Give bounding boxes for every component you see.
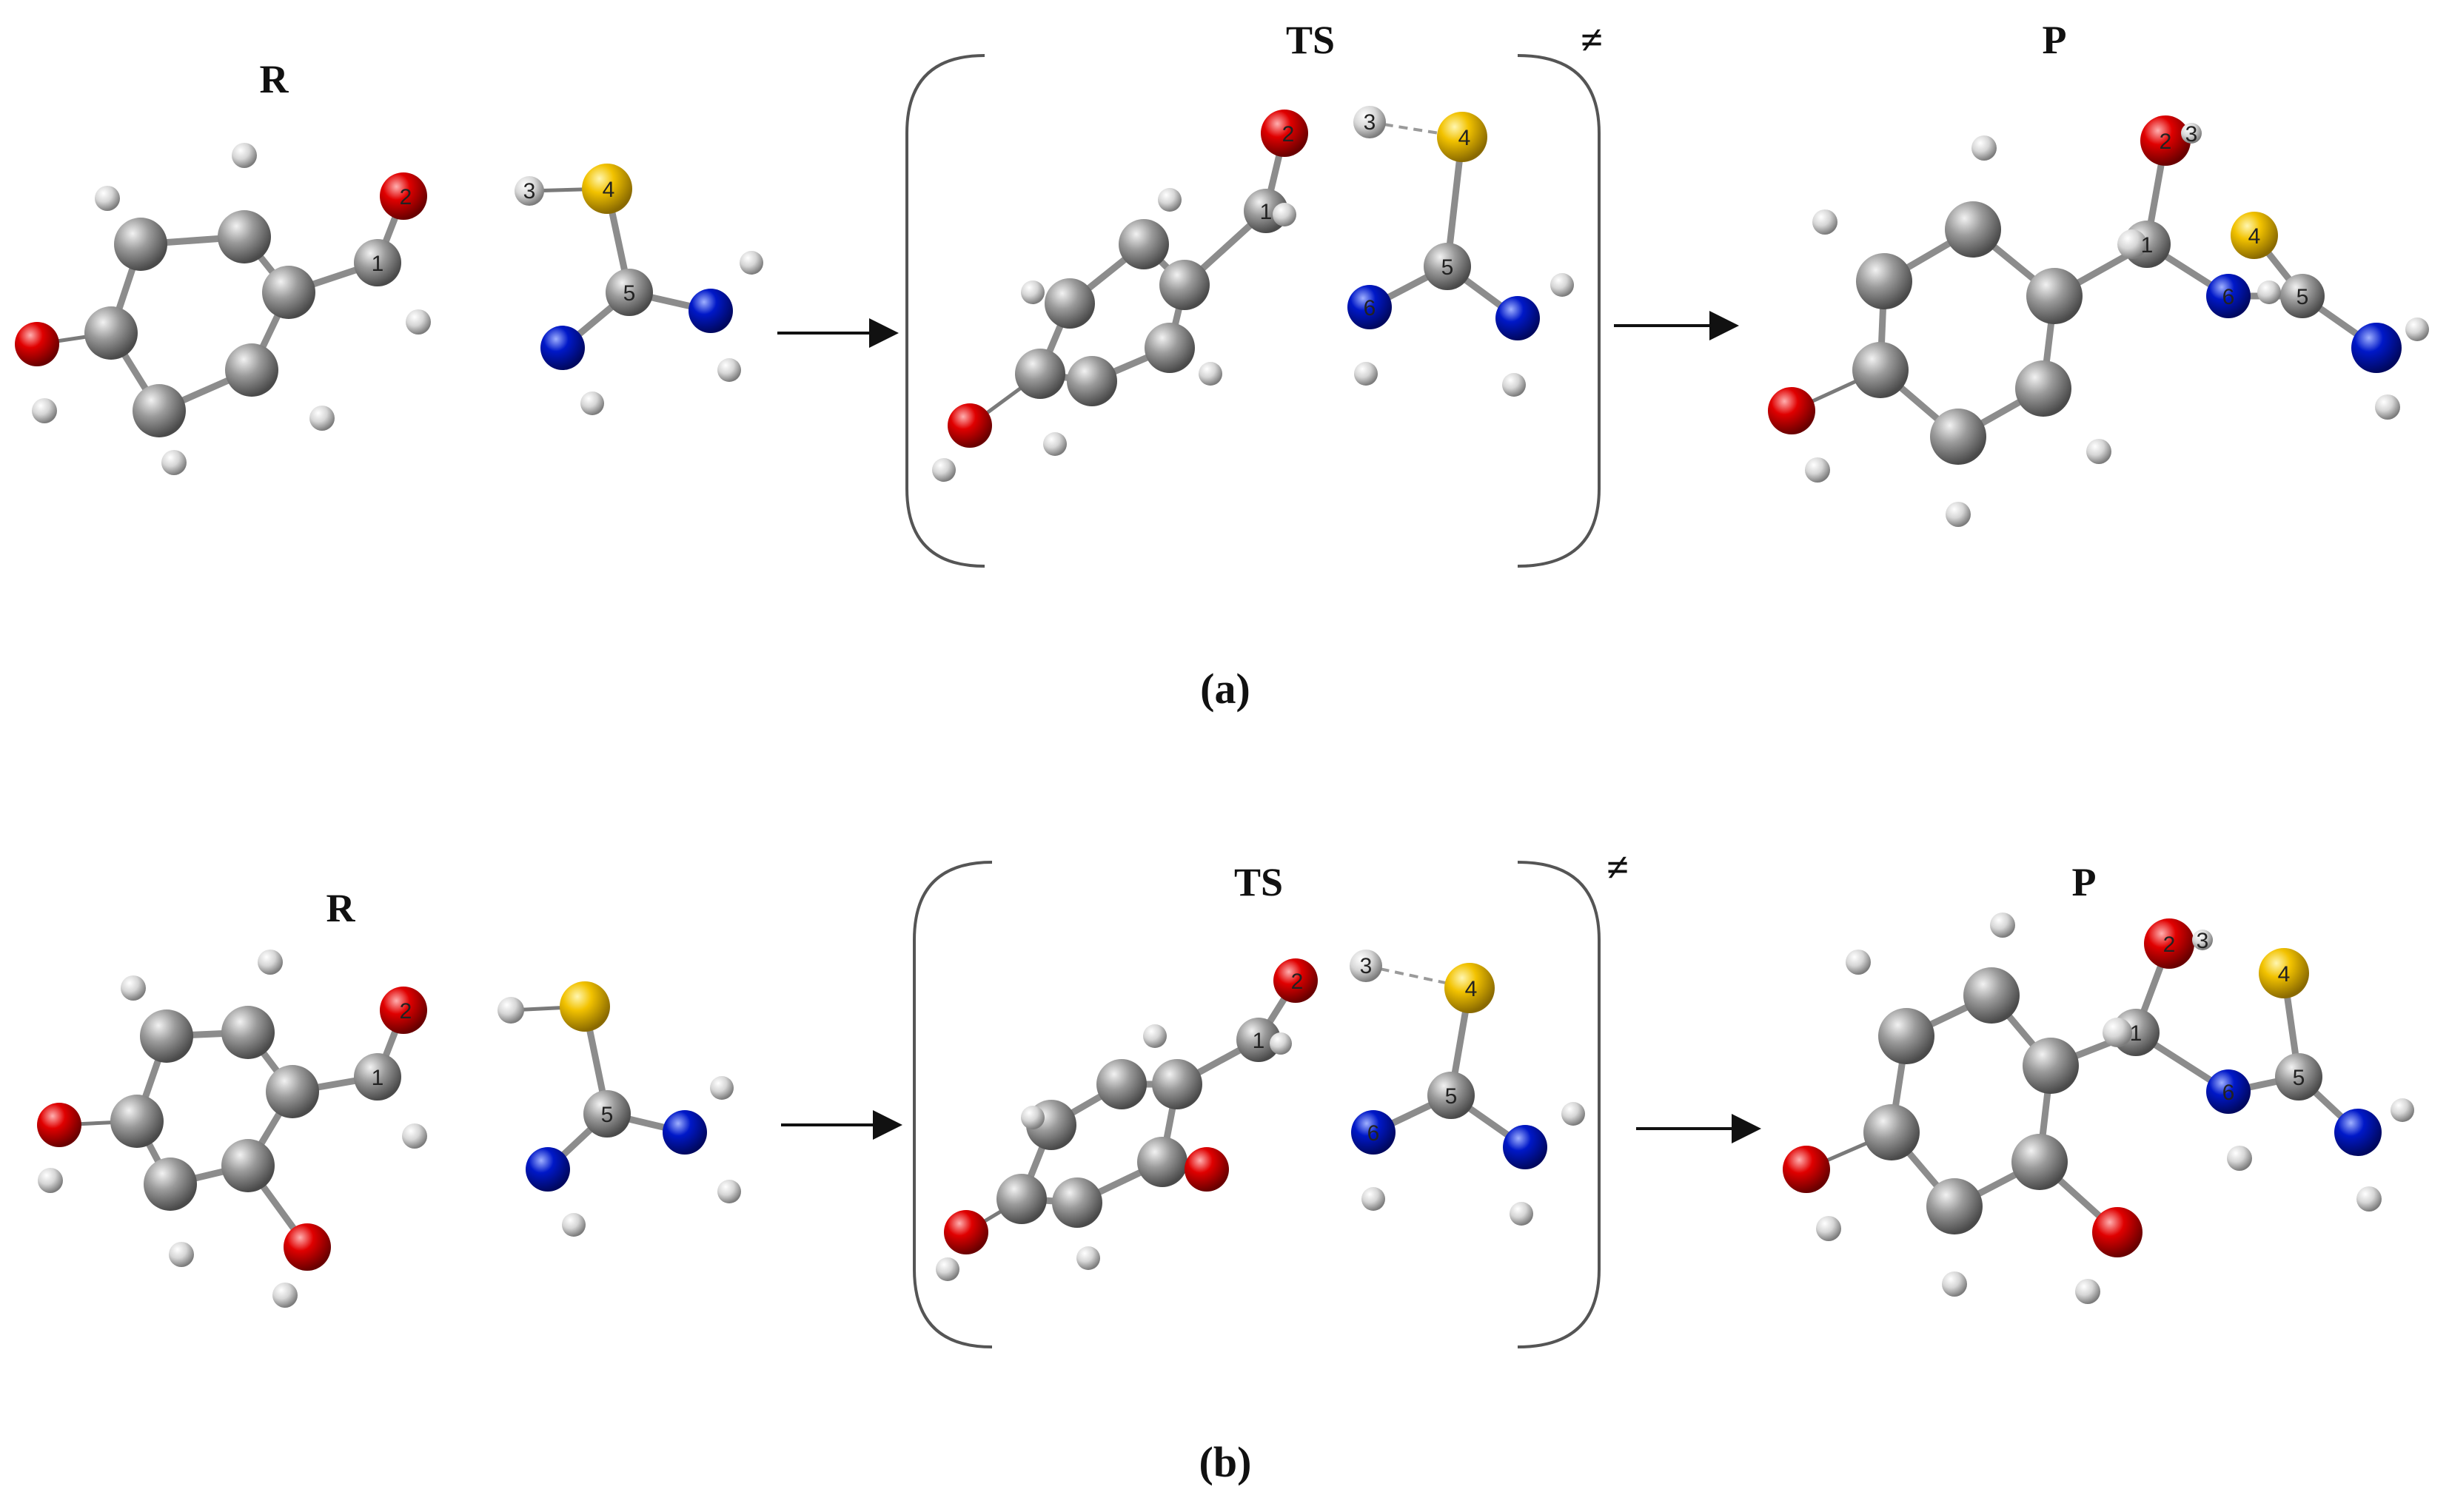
- svg-text:2: 2: [400, 185, 412, 209]
- ts-structure-b: 1 2 3 4 5 6: [936, 950, 1585, 1281]
- reactant-label-b: R: [326, 886, 356, 930]
- svg-text:2: 2: [2163, 933, 2176, 957]
- svg-text:1: 1: [372, 1066, 384, 1090]
- svg-text:1: 1: [1253, 1029, 1265, 1053]
- svg-text:6: 6: [1367, 1121, 1380, 1146]
- svg-text:1: 1: [372, 252, 384, 276]
- svg-text:5: 5: [2293, 1066, 2305, 1090]
- reactant-aldehyde-b: 1 2: [37, 950, 427, 1308]
- reactant-thiourea-b: 5: [497, 981, 741, 1237]
- reactant-label-a: R: [260, 57, 289, 101]
- product-label-b: P: [2072, 860, 2097, 904]
- svg-text:4: 4: [1458, 126, 1471, 150]
- svg-text:4: 4: [2248, 224, 2261, 249]
- svg-text:3: 3: [2197, 929, 2209, 953]
- ts-label-b: TS: [1234, 860, 1283, 904]
- svg-text:6: 6: [2222, 285, 2235, 309]
- svg-text:4: 4: [1465, 977, 1478, 1001]
- svg-text:3: 3: [1360, 954, 1373, 978]
- product-structure-b: 1 2 3 4 5 6: [1783, 913, 2414, 1304]
- svg-text:5: 5: [623, 281, 636, 306]
- svg-text:1: 1: [2130, 1021, 2143, 1046]
- svg-text:3: 3: [1364, 110, 1376, 135]
- reactant-thiourea-a: 3 4 5: [515, 164, 763, 415]
- svg-text:2: 2: [2160, 130, 2172, 154]
- svg-text:3: 3: [523, 179, 536, 204]
- panel-a: R TS ≠ P 1 2: [15, 18, 2429, 713]
- product-structure-a: 1 2 3 4 5 6: [1768, 115, 2429, 527]
- ts-double-dagger-b: ≠: [1607, 845, 1629, 890]
- ts-double-dagger-a: ≠: [1581, 18, 1603, 62]
- reactant-aldehyde-a: 1 2: [15, 143, 431, 475]
- svg-text:1: 1: [2141, 233, 2154, 258]
- svg-text:5: 5: [2296, 285, 2309, 309]
- svg-text:2: 2: [1282, 122, 1295, 147]
- ts-bracket-left-a: [905, 54, 985, 568]
- svg-text:6: 6: [1364, 296, 1376, 320]
- svg-text:5: 5: [601, 1103, 614, 1127]
- svg-text:4: 4: [603, 178, 615, 202]
- panel-label-b: (b): [1199, 1438, 1252, 1486]
- product-label-a: P: [2043, 18, 2067, 62]
- svg-text:3: 3: [2185, 122, 2198, 147]
- ts-bracket-right-a: [1517, 54, 1601, 568]
- svg-text:6: 6: [2222, 1081, 2235, 1105]
- svg-text:2: 2: [400, 999, 412, 1024]
- ts-bracket-right-b: [1517, 861, 1601, 1348]
- svg-text:1: 1: [1260, 200, 1273, 224]
- svg-text:5: 5: [1445, 1084, 1458, 1109]
- panel-b: R TS ≠ P 1 2: [37, 845, 2414, 1486]
- svg-text:4: 4: [2278, 962, 2291, 987]
- ts-bracket-left-b: [913, 861, 993, 1348]
- svg-text:5: 5: [1441, 255, 1454, 280]
- ts-structure-a: 1 2 3 4 5 6: [932, 106, 1574, 482]
- svg-text:2: 2: [1291, 970, 1304, 994]
- ts-label-a: TS: [1286, 18, 1335, 62]
- panel-label-a: (a): [1200, 665, 1250, 713]
